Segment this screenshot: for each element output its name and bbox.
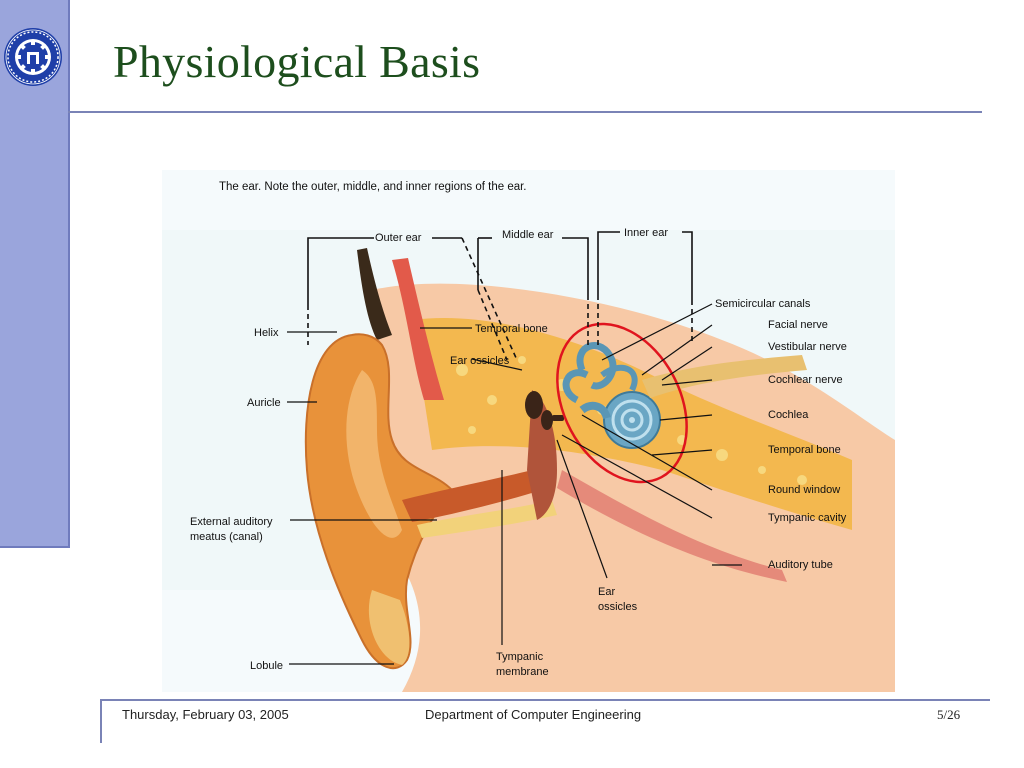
label-inner-ear: Inner ear (624, 227, 668, 239)
figure-caption: The ear. Note the outer, middle, and inn… (219, 181, 527, 193)
label-temporal-bone-left: Temporal bone (475, 323, 548, 335)
auditory-tube-shape (557, 470, 787, 582)
slide-title: Physiological Basis (113, 36, 481, 87)
hair-shape (357, 248, 392, 340)
lobule-shape (368, 590, 410, 665)
inner-ear-highlight-ellipse (556, 322, 688, 484)
label-helix: Helix (254, 327, 279, 339)
canal-cartilage-shape (417, 500, 557, 538)
label-tympanic-cavity: Tympanic cavity (768, 512, 847, 524)
sidebar-band (0, 0, 70, 548)
label-facial-nerve: Facial nerve (768, 319, 828, 331)
label-temporal-bone-right: Temporal bone (768, 444, 841, 456)
ear-diagram: The ear. Note the outer, middle, and inn… (162, 170, 895, 692)
label-external-meatus-2: meatus (canal) (190, 531, 263, 543)
inner-ear-shape (562, 342, 661, 449)
label-tympanic-membrane-1: Tympanic (496, 651, 544, 663)
label-auricle: Auricle (247, 397, 281, 409)
label-ear-ossicles-bottom-2: ossicles (598, 601, 638, 613)
concha-shape (346, 370, 402, 538)
footer-department: Department of Computer Engineering (425, 707, 642, 722)
ossicles-shape (525, 391, 564, 430)
label-round-window: Round window (768, 484, 840, 496)
region-brackets (307, 231, 693, 305)
muscle-strip-shape (392, 258, 444, 400)
label-auditory-tube: Auditory tube (768, 559, 833, 571)
label-cochlear-nerve: Cochlear nerve (768, 374, 843, 386)
footer-divider (100, 699, 990, 701)
ear-anatomy-figure: The ear. Note the outer, middle, and inn… (162, 170, 895, 692)
university-logo-icon (4, 28, 62, 86)
label-ear-ossicles-bottom-1: Ear (598, 586, 615, 598)
label-tympanic-membrane-2: membrane (496, 666, 549, 678)
label-cochlea: Cochlea (768, 409, 809, 421)
title-divider (68, 111, 982, 113)
footer-tick (100, 699, 102, 743)
footer-date: Thursday, February 03, 2005 (122, 707, 289, 722)
label-lobule: Lobule (250, 660, 283, 672)
label-ear-ossicles-top: Ear ossicles (450, 355, 510, 367)
label-semicircular-canals: Semicircular canals (715, 298, 811, 310)
label-middle-ear: Middle ear (502, 229, 554, 241)
leader-lines (287, 303, 742, 665)
label-outer-ear: Outer ear (375, 232, 422, 244)
nerve-bundle-shape (642, 355, 807, 398)
label-external-meatus-1: External auditory (190, 516, 273, 528)
ear-canal-shape (402, 470, 542, 522)
footer-page-number: 5/26 (937, 707, 961, 722)
label-vestibular-nerve: Vestibular nerve (768, 341, 847, 353)
